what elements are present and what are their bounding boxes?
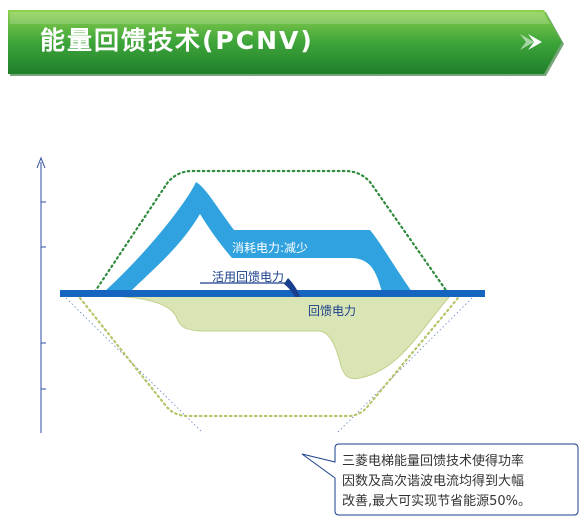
arrow-right-icon [200, 278, 300, 297]
reuse-label: 活用回馈电力 [212, 270, 285, 284]
callout-line: 因数及高次谐波电流均得到大幅 [342, 474, 525, 489]
consumption-label: 消耗电力:减少 [232, 241, 309, 255]
vertical-axis [36, 156, 46, 433]
dotted-envelope-bottom [78, 296, 460, 418]
chevron-right-icon[interactable] [520, 34, 542, 50]
regen-area [99, 295, 452, 380]
banner-title: 能量回馈技术(PCNV) [40, 26, 314, 55]
callout-text: 三菱电梯能量回馈技术使得功率 因数及高次谐波电流均得到大幅 改善,最大可实现节省… [342, 452, 574, 512]
callout-line: 改善,最大可实现节省能源50%。 [342, 494, 532, 509]
title-banner [8, 10, 564, 76]
consume-area [104, 182, 412, 292]
dotted-envelope-top [90, 169, 452, 298]
horizontal-axis-bar [60, 290, 485, 297]
regeneration-label: 回馈电力 [308, 304, 357, 318]
callout-line: 三菱电梯能量回馈技术使得功率 [342, 454, 525, 469]
